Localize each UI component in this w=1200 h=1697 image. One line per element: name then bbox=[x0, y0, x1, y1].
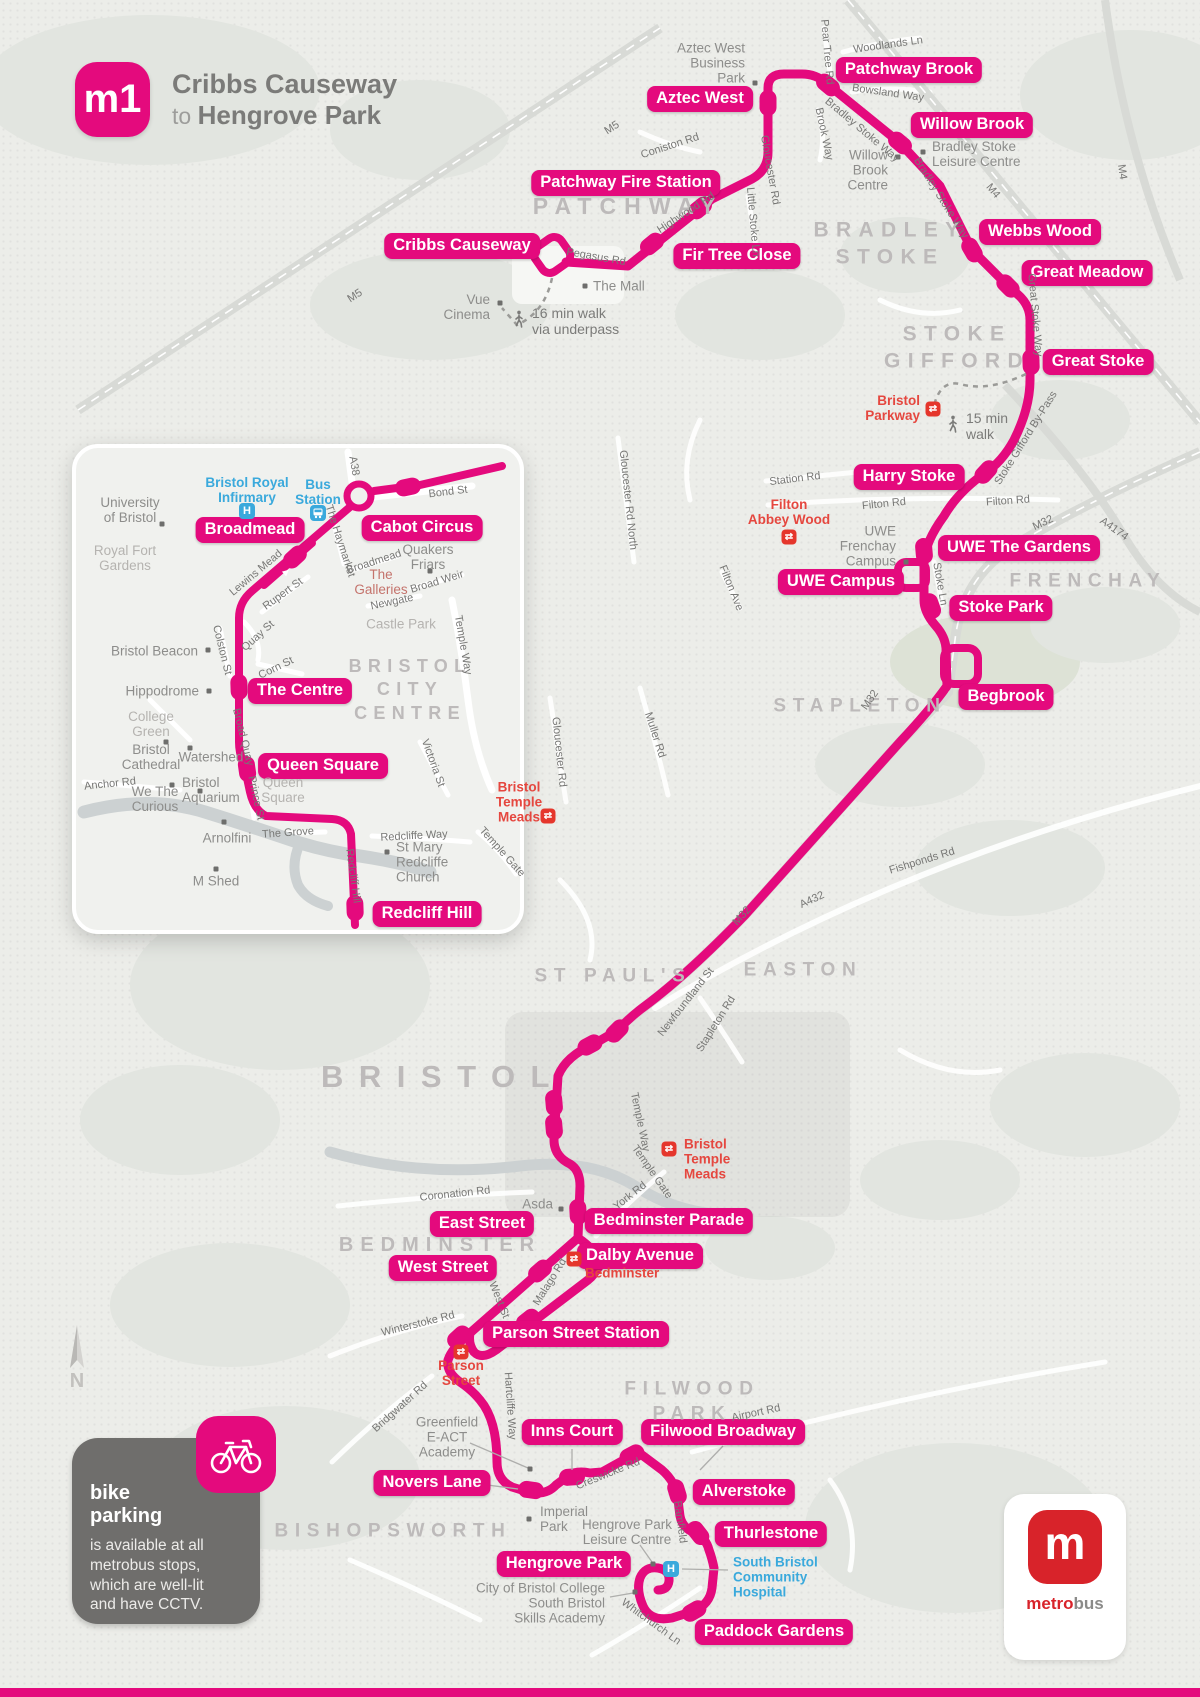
stop-marker bbox=[681, 1600, 707, 1622]
label-connectors bbox=[469, 1442, 729, 1598]
map-header: m1 Cribbs Causeway to Hengrove Park bbox=[75, 62, 397, 137]
stop-marker bbox=[667, 1479, 687, 1505]
north-arrow-icon bbox=[70, 1325, 84, 1368]
stop-marker bbox=[577, 1034, 603, 1056]
bike-parking-callout: bike parking is available at all metrobu… bbox=[72, 1416, 276, 1624]
stop-marker bbox=[515, 1308, 541, 1332]
route-title-destination-name: Hengrove Park bbox=[197, 100, 382, 131]
bike-parking-text: is available at all metrobus stops, whic… bbox=[90, 1537, 204, 1614]
bike-parking-title: bike parking bbox=[90, 1482, 163, 1527]
bedminster-loop bbox=[465, 1233, 603, 1360]
metrobus-wordmark: metrobus bbox=[1004, 1594, 1126, 1614]
stop-marker bbox=[528, 1259, 552, 1283]
stop-markers bbox=[230, 73, 1040, 1622]
route-title-to: to bbox=[172, 103, 198, 130]
route-title-origin: Cribbs Causeway bbox=[172, 68, 398, 99]
metrobus-logo-card: m metrobus bbox=[1004, 1494, 1126, 1660]
bike-icon bbox=[196, 1416, 276, 1493]
compass-label: N bbox=[69, 1370, 85, 1392]
stop-marker bbox=[447, 1325, 471, 1349]
stop-marker bbox=[395, 477, 421, 497]
bottom-accent-bar bbox=[0, 1688, 1200, 1697]
route-title-destination: to Hengrove Park bbox=[172, 100, 397, 131]
route-number-badge: m1 bbox=[75, 62, 150, 137]
compass: N bbox=[64, 1322, 90, 1393]
begbrook-loop bbox=[940, 644, 982, 688]
stop-marker bbox=[915, 538, 933, 564]
inset-roundabout bbox=[343, 480, 375, 512]
stop-marker bbox=[888, 131, 912, 155]
stop-marker bbox=[545, 1114, 563, 1140]
stop-marker bbox=[974, 460, 998, 484]
stop-marker bbox=[816, 73, 840, 97]
stop-marker bbox=[584, 1251, 608, 1277]
metrobus-m-icon: m bbox=[1028, 1510, 1102, 1584]
stop-marker bbox=[688, 196, 712, 220]
stop-marker bbox=[237, 756, 257, 782]
inset-harbour bbox=[77, 797, 437, 911]
stop-marker bbox=[545, 1090, 563, 1116]
cribbs-terminus-loop bbox=[529, 233, 575, 277]
stop-marker bbox=[283, 545, 307, 569]
metrobus-wordmark-bus: bus bbox=[1073, 1594, 1104, 1613]
minor-roads bbox=[327, 25, 1200, 1658]
stop-marker bbox=[996, 274, 1020, 298]
stop-marker bbox=[640, 232, 664, 256]
stop-marker bbox=[961, 237, 983, 263]
metrobus-wordmark-metro: metro bbox=[1026, 1594, 1074, 1613]
stop-marker bbox=[619, 1444, 645, 1466]
stop-marker bbox=[605, 1019, 629, 1043]
stop-marker bbox=[518, 1480, 544, 1500]
stop-marker bbox=[559, 1468, 585, 1486]
stop-marker bbox=[686, 1520, 710, 1546]
stop-marker bbox=[920, 593, 942, 619]
